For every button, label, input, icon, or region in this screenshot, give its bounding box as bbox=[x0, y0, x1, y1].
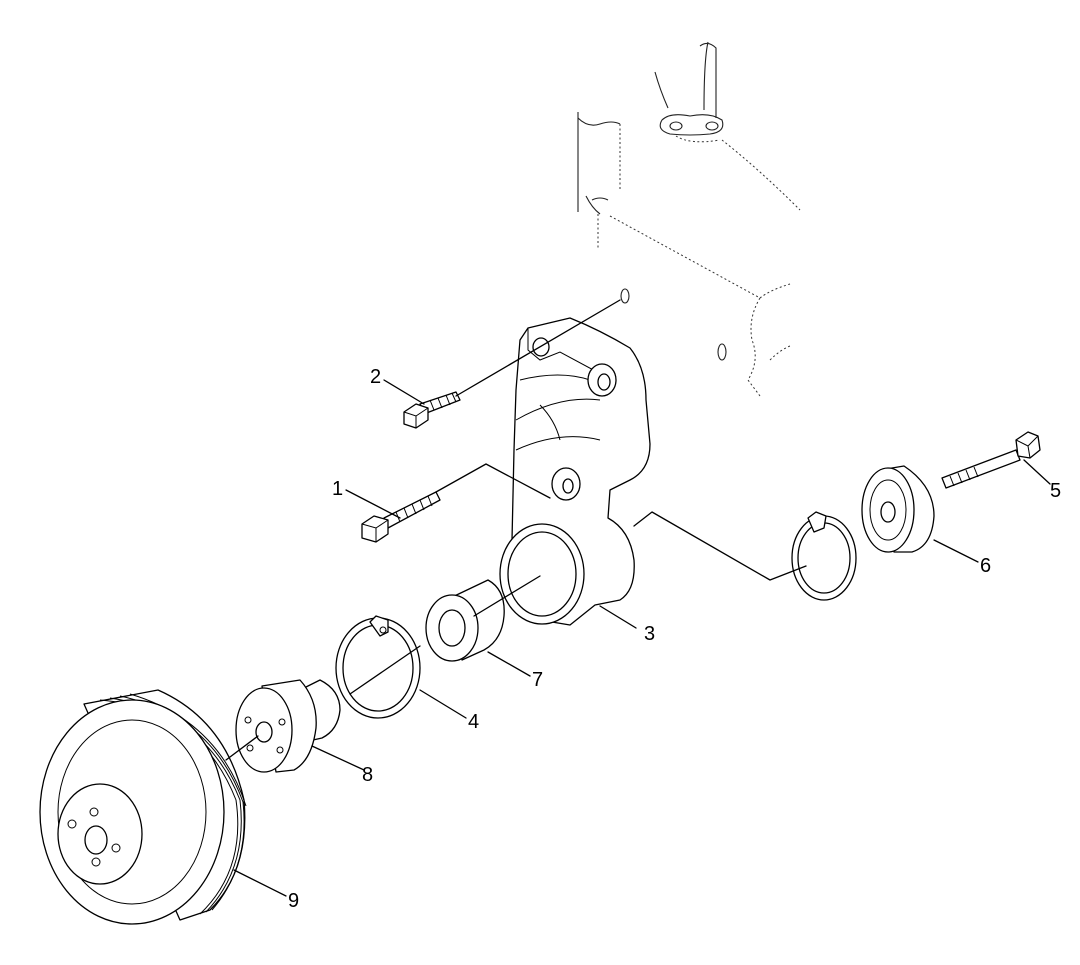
assembly-lines bbox=[225, 299, 807, 761]
bolt-lower bbox=[361, 491, 441, 543]
callout-5: 5 bbox=[1050, 480, 1061, 502]
bolt-long bbox=[941, 431, 1041, 489]
leader-lines bbox=[233, 379, 1051, 897]
callout-1: 1 bbox=[332, 478, 343, 500]
mounting-bracket bbox=[499, 317, 651, 626]
callout-4: 4 bbox=[468, 711, 479, 733]
bolt-upper bbox=[403, 391, 461, 429]
hub-shaft bbox=[235, 679, 341, 773]
callout-7: 7 bbox=[532, 669, 543, 691]
callout-8: 8 bbox=[362, 764, 373, 786]
callout-3: 3 bbox=[644, 623, 655, 645]
washer bbox=[861, 465, 935, 553]
snap-ring-front bbox=[335, 615, 421, 719]
engine-block-outline bbox=[577, 41, 801, 397]
callout-9: 9 bbox=[288, 890, 299, 912]
callout-2: 2 bbox=[370, 366, 381, 388]
callout-6: 6 bbox=[980, 555, 991, 577]
bushing bbox=[425, 579, 505, 662]
snap-ring-rear bbox=[791, 511, 857, 601]
callout-labels: 1 2 3 4 5 6 7 8 9 bbox=[288, 366, 1061, 912]
pulley bbox=[39, 689, 247, 925]
